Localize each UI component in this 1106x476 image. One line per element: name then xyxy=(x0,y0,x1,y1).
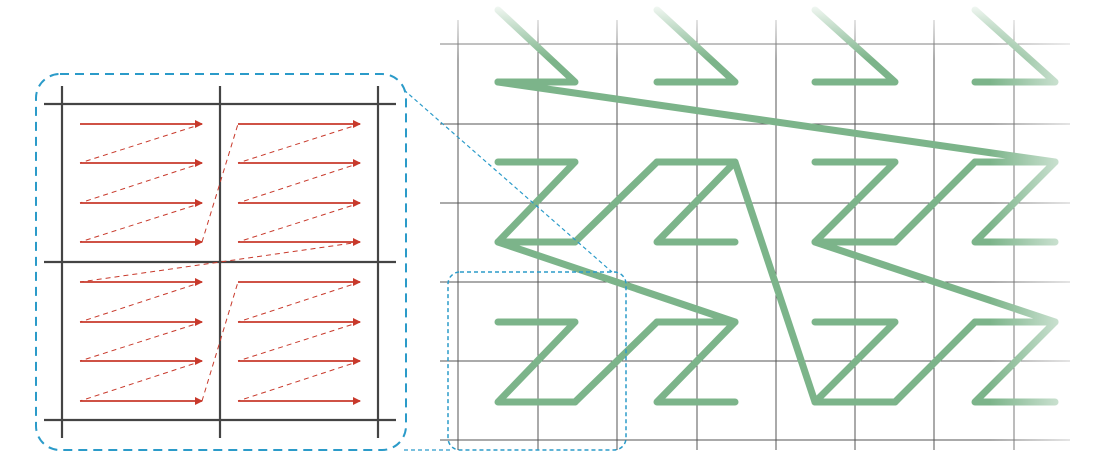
scan-return-path xyxy=(79,360,203,402)
curve-z-shape xyxy=(494,318,579,406)
curve-z-shape xyxy=(653,318,739,406)
curve-connector xyxy=(891,318,979,406)
inset-zoom-panel xyxy=(35,73,407,451)
curve-connector xyxy=(571,318,661,406)
scan-return-path xyxy=(201,123,239,243)
scan-return-path xyxy=(79,241,361,283)
inset-grid xyxy=(44,86,396,438)
scan-return-path xyxy=(79,281,203,323)
curve-connector xyxy=(494,78,1059,166)
scan-return-path xyxy=(237,202,361,243)
curve-z-shape xyxy=(494,158,579,246)
scan-return-path xyxy=(79,202,203,243)
scan-return-path xyxy=(79,123,203,164)
curve-connector xyxy=(731,158,819,406)
right-fade xyxy=(990,0,1106,476)
curve-connector xyxy=(891,158,979,246)
inset-scan-arrows xyxy=(79,120,361,405)
curve-connector xyxy=(494,238,739,326)
scan-return-path xyxy=(237,123,361,164)
curve-z-shape xyxy=(653,158,739,246)
scan-return-path xyxy=(79,162,203,204)
zoom-region-frame xyxy=(447,271,627,451)
scan-return-path xyxy=(237,360,361,402)
curve-z-shape xyxy=(811,318,899,406)
scan-return-path xyxy=(79,321,203,362)
scan-return-path xyxy=(237,321,361,362)
scan-return-path xyxy=(201,281,239,402)
scan-return-path xyxy=(237,281,361,323)
main-grid xyxy=(440,20,1070,450)
curve-connector xyxy=(571,158,661,246)
curve-z-shape xyxy=(811,158,899,246)
scan-return-path xyxy=(237,162,361,204)
